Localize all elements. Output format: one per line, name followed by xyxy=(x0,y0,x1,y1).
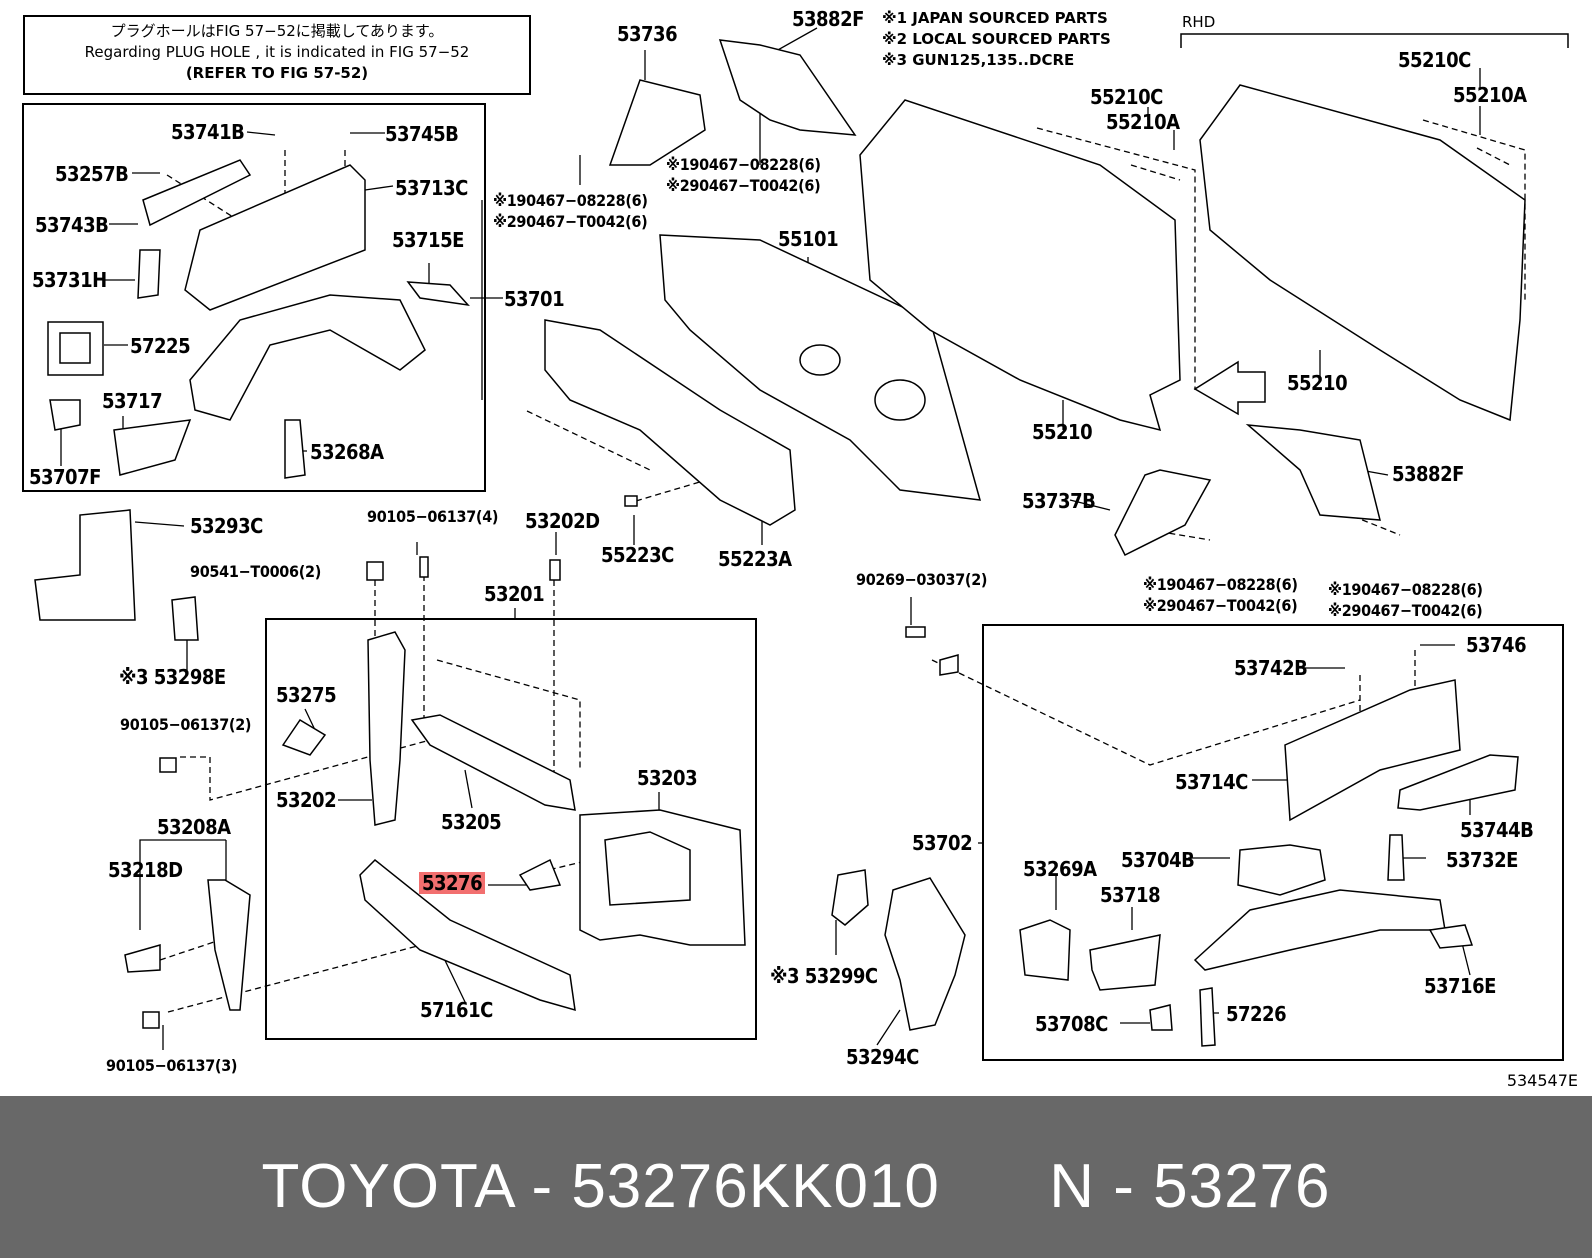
legend-japan-sourced: ※1 JAPAN SOURCED PARTS xyxy=(882,9,1108,27)
part-label-53218D[interactable]: 53218D xyxy=(108,858,183,882)
part-label-53746[interactable]: 53746 xyxy=(1466,633,1527,657)
part-label-53205[interactable]: 53205 xyxy=(441,810,502,834)
note-90105-06137-3[interactable]: 90105−06137(3) xyxy=(106,1056,238,1075)
part-label-53882F-top[interactable]: 53882F xyxy=(792,7,864,31)
part-label-53737B[interactable]: 53737B xyxy=(1022,489,1096,513)
part-label-53715E[interactable]: 53715E xyxy=(392,228,464,252)
part-label-53744B[interactable]: 53744B xyxy=(1460,818,1534,842)
note-90467-T0042-a[interactable]: ※290467−T0042(6) xyxy=(666,176,821,195)
part-label-53268A[interactable]: 53268A xyxy=(310,440,384,464)
part-label-55101[interactable]: 55101 xyxy=(778,227,839,251)
note-90105-06137-4[interactable]: 90105−06137(4) xyxy=(367,507,499,526)
note-90467-08228-a[interactable]: ※190467−08228(6) xyxy=(666,155,821,174)
part-label-53732E[interactable]: 53732E xyxy=(1446,848,1518,872)
note-90467-T0042-b[interactable]: ※290467−T0042(6) xyxy=(493,212,648,231)
part-label-53742B[interactable]: 53742B xyxy=(1234,656,1308,680)
part-label-53202D[interactable]: 53202D xyxy=(525,509,600,533)
part-label-57225[interactable]: 57225 xyxy=(130,334,191,358)
part-label-55210A-b[interactable]: 55210A xyxy=(1453,83,1527,107)
part-label-53704B[interactable]: 53704B xyxy=(1121,848,1195,872)
part-label-55210C-a[interactable]: 55210C xyxy=(1090,85,1163,109)
plug-hole-note-jp: プラグホールはFIG 57−52に掲載してあります。 xyxy=(110,22,444,40)
plug-hole-note: プラグホールはFIG 57−52に掲載してあります。 Regarding PLU… xyxy=(23,15,531,95)
footer-part-number: TOYOTA - 53276KK010 N - 53276 xyxy=(261,1152,1331,1221)
part-label-53707F[interactable]: 53707F xyxy=(29,465,101,489)
figure-ref-code: 534547E xyxy=(1506,1071,1578,1090)
part-label-55210C-b[interactable]: 55210C xyxy=(1398,48,1471,72)
part-label-53298E[interactable]: ※3 53298E xyxy=(119,665,226,689)
part-label-55223C[interactable]: 55223C xyxy=(601,543,674,567)
part-label-53741B[interactable]: 53741B xyxy=(171,120,245,144)
part-label-53713C[interactable]: 53713C xyxy=(395,176,468,200)
part-label-53714C[interactable]: 53714C xyxy=(1175,770,1248,794)
part-label-55210A-a[interactable]: 55210A xyxy=(1106,110,1180,134)
part-label-55223A[interactable]: 55223A xyxy=(718,547,792,571)
part-label-53201[interactable]: 53201 xyxy=(484,582,545,606)
note-90467-08228-b[interactable]: ※190467−08228(6) xyxy=(493,191,648,210)
diagram-drawing xyxy=(22,27,1569,1061)
part-label-53731H[interactable]: 53731H xyxy=(32,268,107,292)
plug-hole-note-en: Regarding PLUG HOLE , it is indicated in… xyxy=(84,43,470,61)
part-label-53257B[interactable]: 53257B xyxy=(55,162,129,186)
part-label-55210-lhd[interactable]: 55210 xyxy=(1032,420,1093,444)
legend-gun-models: ※3 GUN125,135..DCRE xyxy=(882,51,1075,69)
part-label-53716E[interactable]: 53716E xyxy=(1424,974,1496,998)
note-90467-08228-d[interactable]: ※190467−08228(6) xyxy=(1328,580,1483,599)
note-90269-03037[interactable]: 90269−03037(2) xyxy=(856,570,988,589)
part-label-53299C[interactable]: ※3 53299C xyxy=(770,964,878,988)
note-90467-T0042-c[interactable]: ※290467−T0042(6) xyxy=(1143,596,1298,615)
part-label-53203[interactable]: 53203 xyxy=(637,766,698,790)
parts-diagram: プラグホールはFIG 57−52に掲載してあります。 Regarding PLU… xyxy=(22,7,1578,1090)
group-box-53201 xyxy=(265,618,757,1040)
rhd-label: RHD xyxy=(1182,13,1216,31)
part-label-53202[interactable]: 53202 xyxy=(276,788,337,812)
note-90467-T0042-d[interactable]: ※290467−T0042(6) xyxy=(1328,601,1483,620)
part-label-53702[interactable]: 53702 xyxy=(912,831,973,855)
footer-bar: TOYOTA - 53276KK010 N - 53276 xyxy=(0,1096,1592,1258)
part-label-53701[interactable]: 53701 xyxy=(504,287,565,311)
part-label-53208A[interactable]: 53208A xyxy=(157,815,231,839)
note-90105-06137-2[interactable]: 90105−06137(2) xyxy=(120,715,252,734)
legend-local-sourced: ※2 LOCAL SOURCED PARTS xyxy=(882,30,1111,48)
part-label-53269A[interactable]: 53269A xyxy=(1023,857,1097,881)
part-label-53717[interactable]: 53717 xyxy=(102,389,163,413)
part-label-57226[interactable]: 57226 xyxy=(1226,1002,1287,1026)
part-label-53708C[interactable]: 53708C xyxy=(1035,1012,1108,1036)
part-label-53743B[interactable]: 53743B xyxy=(35,213,109,237)
part-label-55210-rhd[interactable]: 55210 xyxy=(1287,371,1348,395)
note-90541-T0006[interactable]: 90541−T0006(2) xyxy=(190,562,321,581)
part-label-53745B[interactable]: 53745B xyxy=(385,122,459,146)
part-label-53276-highlighted[interactable]: 53276 xyxy=(419,872,486,894)
part-label-53294C[interactable]: 53294C xyxy=(846,1045,919,1069)
part-label-53718[interactable]: 53718 xyxy=(1100,883,1161,907)
part-label-57161C[interactable]: 57161C xyxy=(420,998,493,1022)
note-90467-08228-c[interactable]: ※190467−08228(6) xyxy=(1143,575,1298,594)
part-label-53882F-right[interactable]: 53882F xyxy=(1392,462,1464,486)
part-label-53293C[interactable]: 53293C xyxy=(190,514,263,538)
part-label-53736[interactable]: 53736 xyxy=(617,22,678,46)
part-label-53275[interactable]: 53275 xyxy=(276,683,337,707)
plug-hole-refer: (REFER TO FIG 57-52) xyxy=(185,64,369,82)
